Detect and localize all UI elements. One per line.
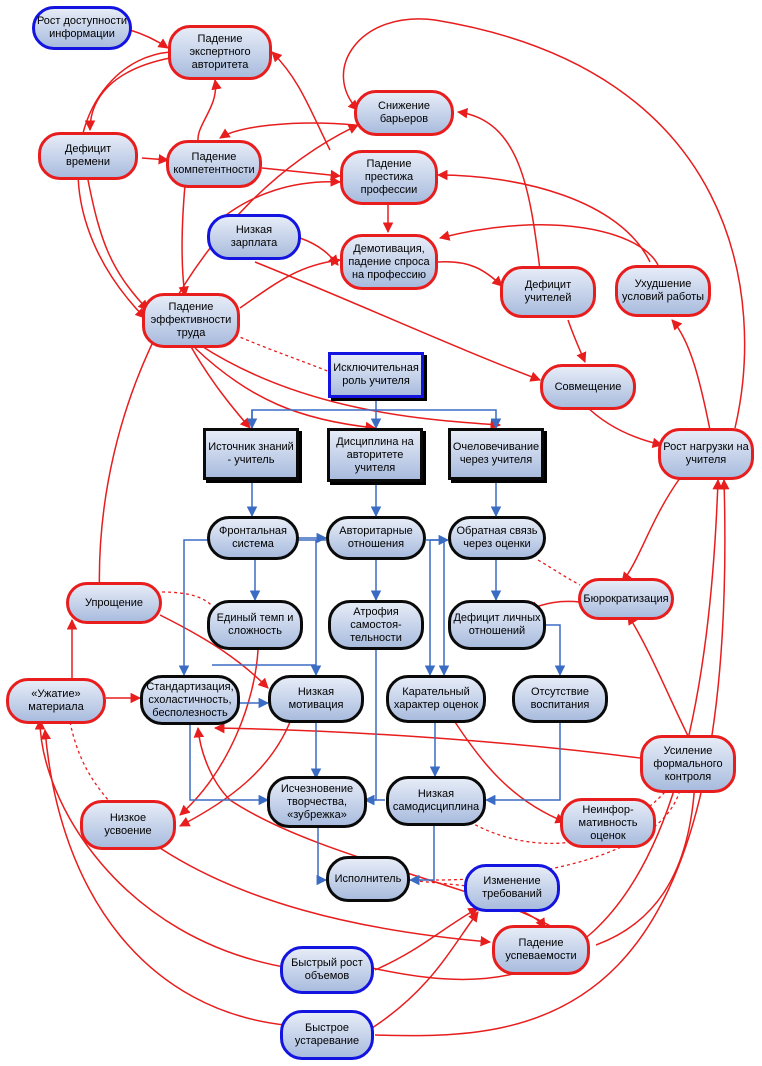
node-sovmeshchenie: Совмещение <box>540 364 636 410</box>
dashed-edge <box>69 721 119 813</box>
edge <box>484 722 561 806</box>
edge <box>621 477 681 583</box>
edge <box>374 478 730 1037</box>
edge <box>40 728 286 1026</box>
edge <box>194 347 377 433</box>
node-istochnik: Источник знаний - учитель <box>203 428 299 480</box>
node-deficit-lichnykh: Дефицит личных отношений <box>448 600 546 650</box>
edge <box>371 911 479 1029</box>
edge <box>189 722 270 806</box>
edge <box>436 169 651 263</box>
node-karatelnyy: Карательный характер оценок <box>386 675 486 723</box>
edge <box>141 154 170 165</box>
node-padenie-effektivnosti: Падение эффективности труда <box>142 293 240 348</box>
edge <box>374 907 479 971</box>
node-ischeznovenie: Исчезновение творчества, «зубрежка» <box>267 776 367 828</box>
edge <box>595 778 700 946</box>
edge <box>199 344 502 430</box>
edge <box>545 624 566 677</box>
node-snizhenie-barierov: Снижение барьеров <box>354 90 454 136</box>
node-atrofiya: Атрофия самостоя- тельности <box>328 600 424 650</box>
node-uproshchenie: Упрощение <box>66 582 162 624</box>
node-bystryy-rost: Быстрый рост объемов <box>280 946 374 994</box>
node-bystroe-ustarevanie: Быстрое устаревание <box>280 1010 374 1060</box>
node-byurokratizaciya: Бюрократизация <box>578 578 674 620</box>
edge <box>671 319 711 431</box>
node-avtoritarnye: Авторитарные отношения <box>326 516 426 560</box>
node-padenie-ekspertnogo: Падение экспертного авторитета <box>168 25 272 80</box>
edge <box>178 184 189 298</box>
edge <box>342 18 746 429</box>
node-rost-dostupnosti: Рост доступности информации <box>32 6 132 50</box>
edge <box>584 404 664 449</box>
edge <box>87 179 149 311</box>
edge <box>179 721 291 827</box>
edge <box>438 224 659 266</box>
blue-connectors <box>178 398 566 886</box>
edge <box>239 255 342 309</box>
edge <box>159 614 269 689</box>
node-nizkaya-zarplata: Низкая зарплата <box>207 214 301 260</box>
dashed-edge <box>161 591 213 607</box>
edge <box>84 57 171 132</box>
edge <box>77 51 171 319</box>
node-ispolnitel: Исполнитель <box>326 856 410 902</box>
node-isklyuchitelnaya: Исключительная роль учителя <box>328 352 424 398</box>
node-ukhudshenie: Ухудшение условий работы <box>615 265 711 317</box>
node-obratnaya-svyaz: Обратная связь через оценки <box>448 516 546 560</box>
dashed-edge <box>234 334 331 373</box>
node-deficit-vremeni: Дефицит времени <box>38 132 138 180</box>
edge <box>159 847 492 947</box>
dashed-edge <box>537 559 581 586</box>
node-rost-nagruzki: Рост нагрузки на учителя <box>658 428 754 480</box>
node-standartizaciya: Стандартизация, схоластичность, бесполез… <box>140 675 240 725</box>
edge <box>567 319 587 363</box>
red-dashed-links <box>69 334 681 887</box>
edge <box>430 539 450 677</box>
node-padenie-kompetentnosti: Падение компетентности <box>166 140 262 188</box>
node-neinformativnost: Неинфор- мативность оценок <box>560 798 656 848</box>
node-nizkaya-samodisciplina: Низкая самодисциплина <box>386 776 486 826</box>
node-disciplina: Дисциплина на авторитете учителя <box>327 428 423 482</box>
node-frontalnaya: Фронтальная система <box>207 516 299 560</box>
edge <box>437 261 503 287</box>
node-otsutstvie: Отсутствие воспитания <box>512 675 608 723</box>
edge <box>316 825 328 886</box>
edge <box>254 261 541 382</box>
edge <box>197 78 222 149</box>
edge <box>363 645 377 806</box>
edge <box>129 29 169 49</box>
edge <box>627 614 691 741</box>
node-deficit-uchiteley: Дефицит учителей <box>500 266 596 318</box>
red-connectors <box>34 18 746 1037</box>
node-usilenie: Усиление формального контроля <box>640 735 736 793</box>
node-demotivaciya: Демотивация, падение спроса на профессию <box>340 234 438 290</box>
edge <box>34 718 291 969</box>
node-padenie-uspevaemosti: Падение успеваемости <box>492 925 590 975</box>
edge <box>454 721 566 824</box>
edge <box>213 722 641 759</box>
edge <box>456 108 541 271</box>
node-ochelovechivanie: Очеловечивание через учителя <box>448 428 544 480</box>
edge <box>408 825 435 886</box>
dashed-edge <box>407 879 469 887</box>
edge <box>179 649 259 816</box>
node-nizkoe-usvoenie: Низкое усвоение <box>80 800 176 850</box>
edge <box>371 478 723 981</box>
node-uzhatie: «Ужатие» материала <box>6 678 106 724</box>
edge <box>189 344 251 429</box>
node-izmenenie-trebovaniy: Изменение требований <box>464 864 560 912</box>
edge <box>251 409 502 430</box>
edge <box>219 122 356 139</box>
node-edinyy-temp: Единый темп и сложность <box>207 600 303 650</box>
edge <box>261 167 342 181</box>
node-padenie-prestizha: Падение престижа профессии <box>340 150 438 205</box>
edge <box>271 51 331 151</box>
node-nizkaya-motivaciya: Низкая мотивация <box>268 675 364 723</box>
